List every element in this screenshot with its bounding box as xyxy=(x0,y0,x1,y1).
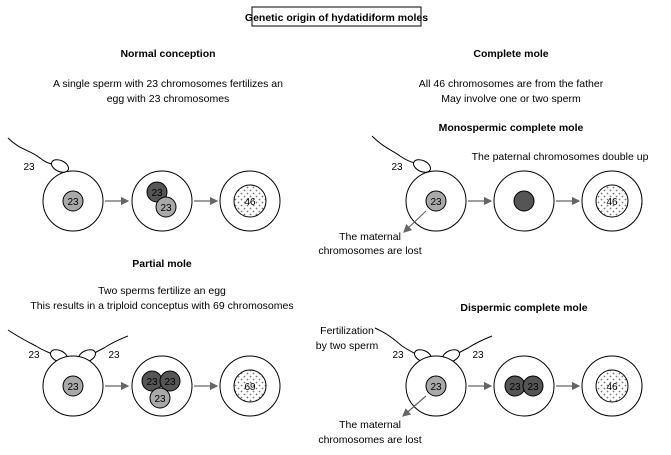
paternal-nucleus xyxy=(522,375,544,397)
sperm-tail xyxy=(371,135,416,164)
monospermic-note: The paternal chromosomes double up xyxy=(472,151,649,163)
sperm-tail xyxy=(7,137,53,165)
maternal-lost-label-line2: chromosomes are lost xyxy=(318,434,421,446)
normal-description-line1: A single sperm with 23 chromosomes ferti… xyxy=(53,78,283,90)
partial-heading: Partial mole xyxy=(132,258,192,270)
paternal-nucleus-label: 23 xyxy=(164,377,176,388)
zygote-nucleus-label: 69 xyxy=(244,382,256,393)
sperm-chromosome-count: 23 xyxy=(391,162,403,173)
maternal-lost-label-line1: The maternal xyxy=(339,231,401,243)
zygote-nucleus xyxy=(233,184,267,218)
maternal-nucleus-label: 23 xyxy=(430,382,442,393)
lost-arrow xyxy=(403,210,427,233)
partial-description-line1: Two sperms fertilize an egg xyxy=(98,285,226,297)
sperm-chromosome-count: 23 xyxy=(108,350,120,361)
maternal-nucleus-label: 23 xyxy=(154,394,166,405)
maternal-lost-label-line2: chromosomes are lost xyxy=(318,245,421,257)
partial-mole-section: Partial mole Two sperms fertilize an egg… xyxy=(7,258,294,417)
maternal-nucleus xyxy=(62,375,84,397)
maternal-nucleus xyxy=(155,196,177,218)
paternal-nucleus-label: 23 xyxy=(509,382,521,393)
zygote-nucleus-label: 46 xyxy=(606,197,618,208)
complete-heading: Complete mole xyxy=(473,48,548,60)
normal-heading: Normal conception xyxy=(120,48,215,60)
sperm-chromosome-count: 23 xyxy=(472,350,484,361)
zygote-nucleus xyxy=(233,369,267,403)
maternal-nucleus xyxy=(425,375,447,397)
maternal-nucleus-label: 23 xyxy=(67,382,79,393)
monospermic-section: Monospermic complete mole The paternal c… xyxy=(318,122,648,257)
zygote-nucleus-label: 46 xyxy=(606,382,618,393)
maternal-lost-label-line1: The maternal xyxy=(339,419,401,431)
normal-description-line2: egg with 23 chromosomes xyxy=(107,93,230,105)
sperm-tail xyxy=(456,335,493,355)
fertilization-label-line2: by two sperm xyxy=(316,340,379,352)
sperm-chromosome-count: 23 xyxy=(392,350,404,361)
maternal-nucleus xyxy=(425,190,447,212)
maternal-nucleus-label: 23 xyxy=(430,197,442,208)
sperm-head xyxy=(413,159,431,173)
zygote-nucleus-label: 46 xyxy=(244,197,256,208)
complete-description-line1: All 46 chromosomes are from the father xyxy=(419,78,604,90)
paternal-nucleus xyxy=(159,370,181,392)
dispermic-heading: Dispermic complete mole xyxy=(460,302,587,314)
zygote-nucleus xyxy=(595,369,629,403)
paternal-nucleus-label: 23 xyxy=(146,377,158,388)
sperm-tail xyxy=(7,329,53,355)
sperm-chromosome-count: 23 xyxy=(23,162,35,173)
monospermic-heading: Monospermic complete mole xyxy=(439,122,584,134)
fertilization-label-line1: Fertilization xyxy=(320,325,374,337)
title-box xyxy=(251,6,422,27)
zygote-nucleus xyxy=(595,184,629,218)
paternal-nucleus-label: 23 xyxy=(527,382,539,393)
maternal-nucleus xyxy=(62,190,84,212)
complete-description-line2: May involve one or two sperm xyxy=(441,93,581,105)
diagram-title: Genetic origin of hydatidiform moles xyxy=(245,12,428,24)
sperm-tail xyxy=(374,327,417,355)
paternal-nucleus-label: 23 xyxy=(151,188,163,199)
maternal-nucleus-label: 23 xyxy=(67,197,79,208)
maternal-nucleus xyxy=(149,387,171,409)
dispermic-section: Dispermic complete mole Fertilization by… xyxy=(316,302,643,446)
sperm-head xyxy=(51,159,69,173)
complete-mole-section: Complete mole All 46 chromosomes are fro… xyxy=(419,48,604,105)
partial-description-line2: This results in a triploid conceptus wit… xyxy=(30,300,293,312)
lost-arrow xyxy=(402,395,427,417)
sperm-tail xyxy=(92,335,129,355)
paternal-nucleus xyxy=(513,190,535,212)
maternal-nucleus-label: 23 xyxy=(160,203,172,214)
normal-conception-section: Normal conception A single sperm with 23… xyxy=(7,48,283,232)
sperm-chromosome-count: 23 xyxy=(28,350,40,361)
